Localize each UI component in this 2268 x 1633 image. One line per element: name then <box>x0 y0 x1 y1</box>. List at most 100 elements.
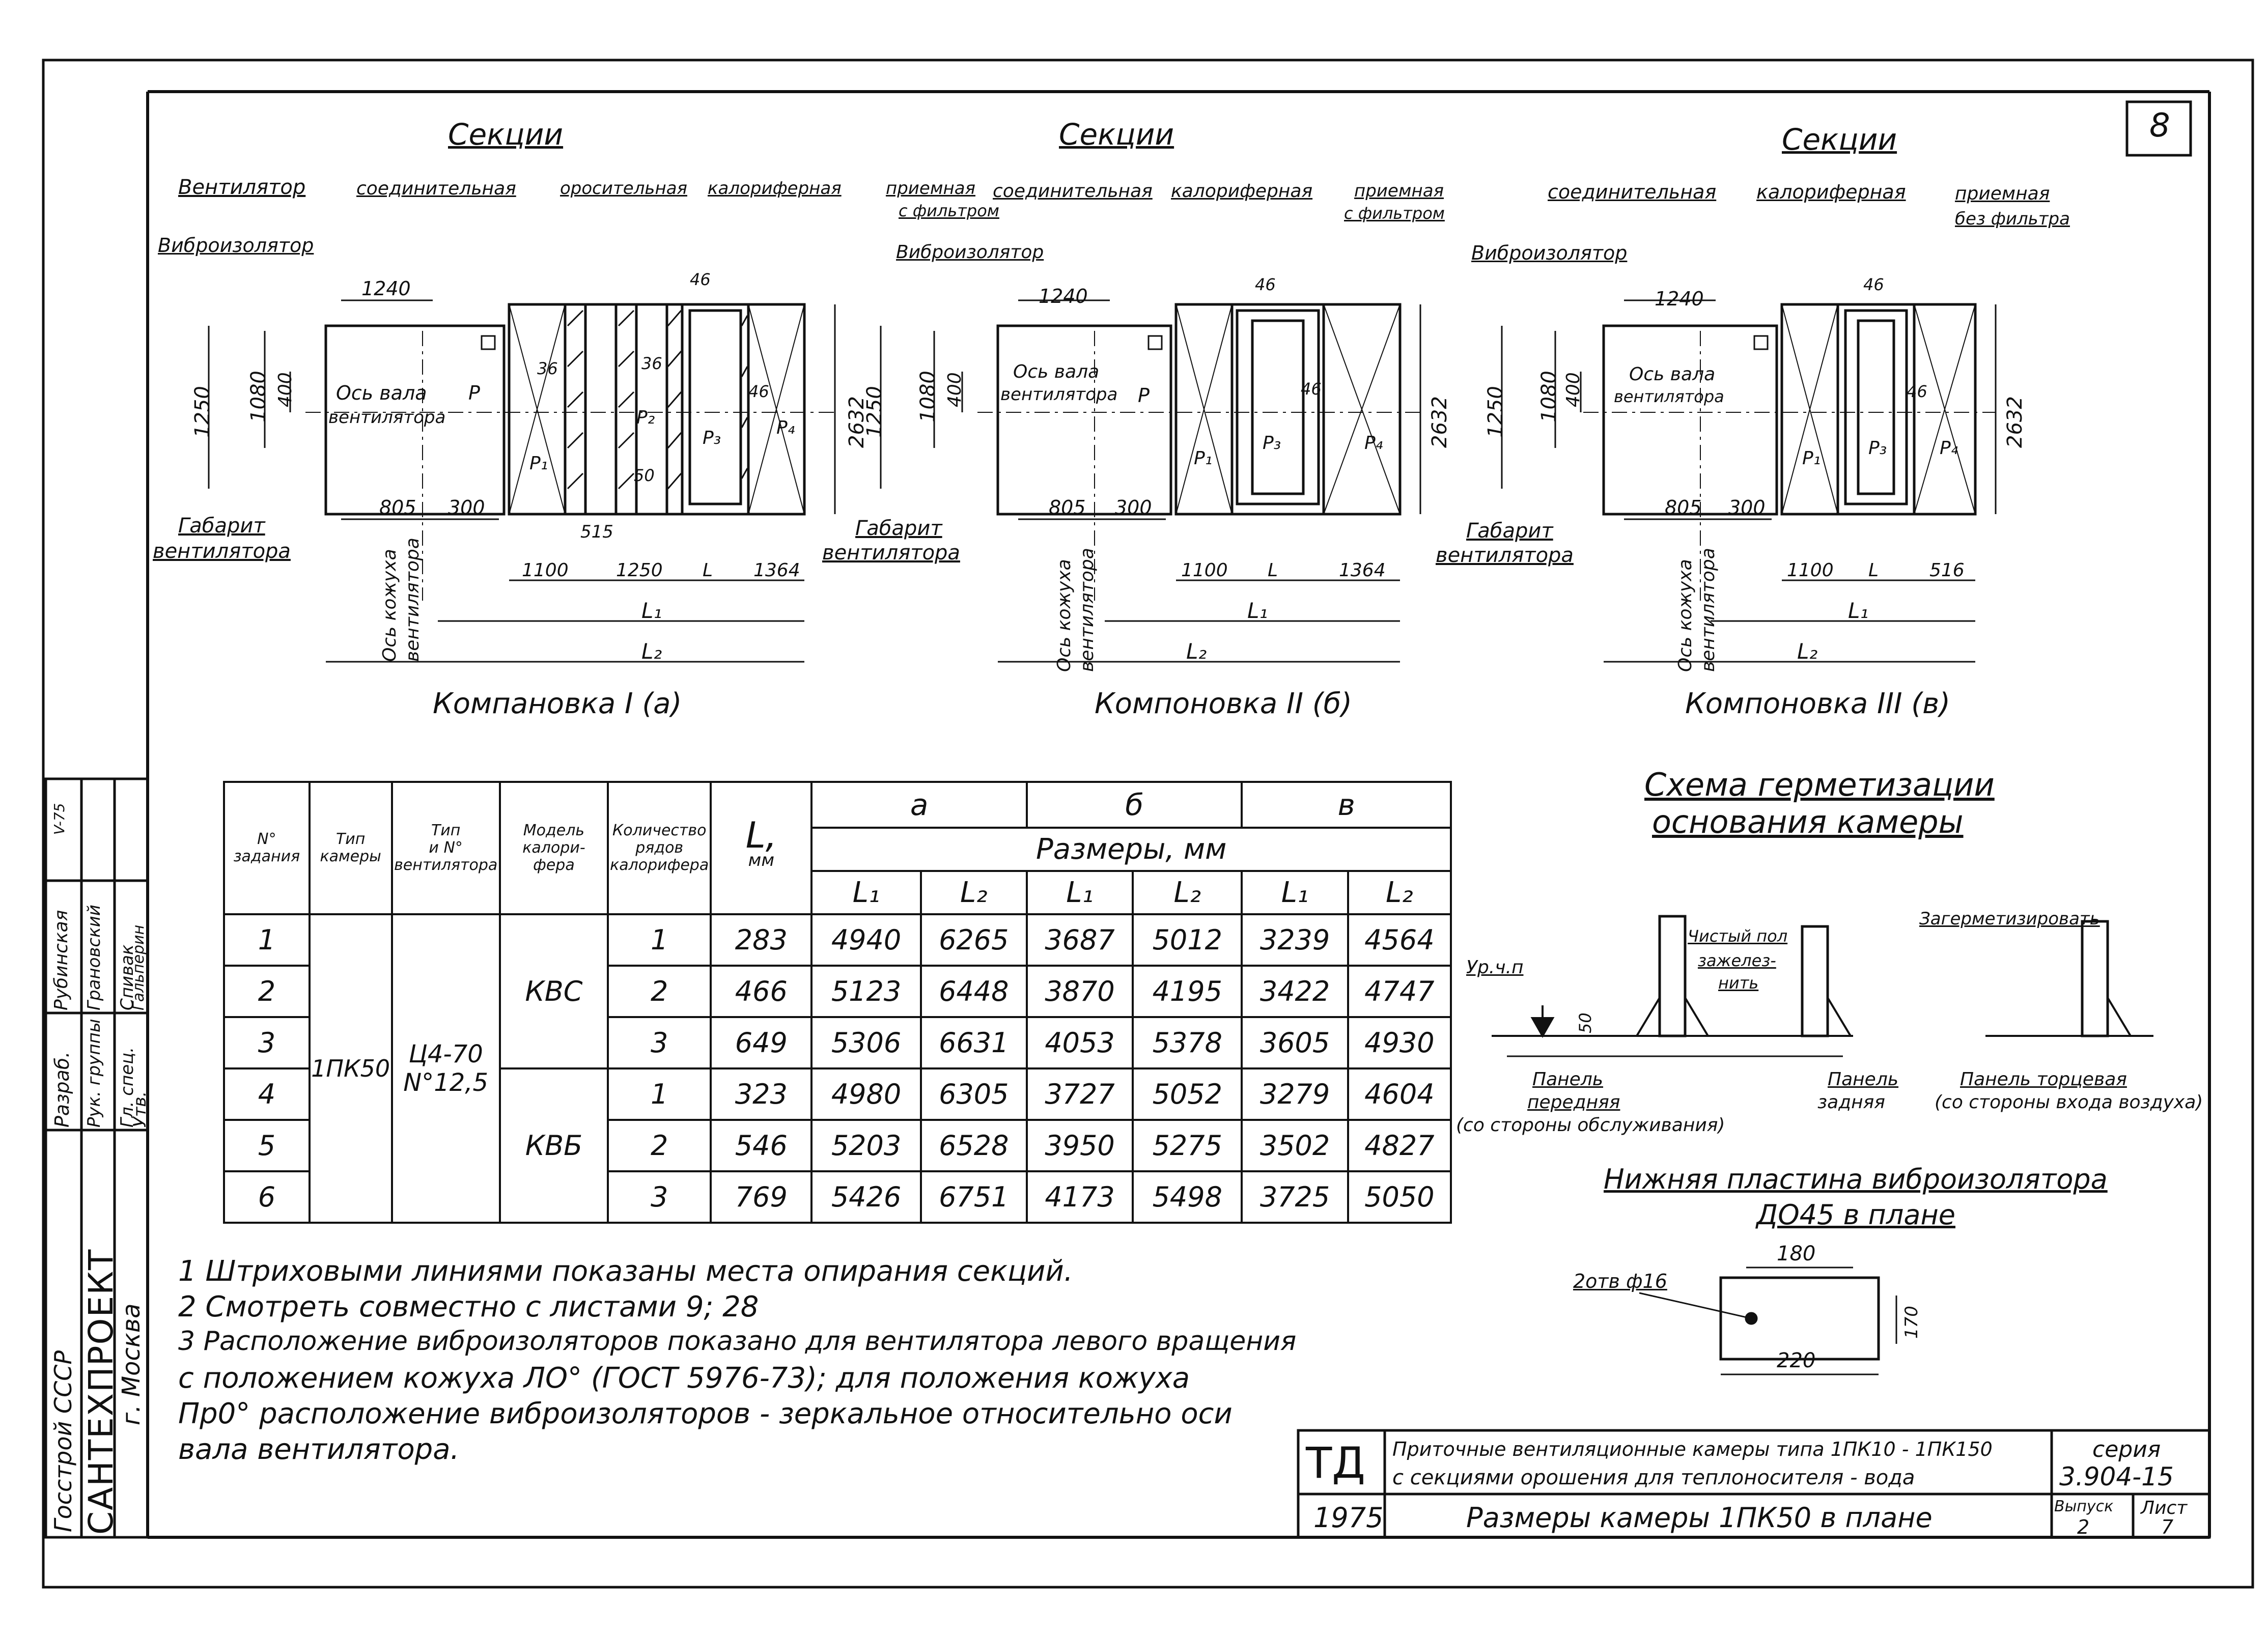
a-l1-value: 4980 <box>810 1067 922 1121</box>
v-l2-value: 4604 <box>1347 1067 1452 1121</box>
group-a-header: а <box>810 781 1028 829</box>
layout1-d1250b: 1250 <box>616 560 663 581</box>
layout1-caption: Компановка I (а) <box>433 687 682 720</box>
heater-model-cell: КВС <box>498 913 609 1069</box>
layout2-intake-label: приемная <box>1354 181 1444 201</box>
layout2-d46a: 46 <box>1255 275 1276 294</box>
plate-d180: 180 <box>1777 1242 1816 1265</box>
sealing-front-2: передняя <box>1527 1092 1620 1113</box>
task-number: 2 <box>223 965 311 1018</box>
sealing-level-label: Ур.ч.п <box>1466 957 1524 978</box>
layout1-dl: L <box>703 560 713 581</box>
table-row: 4 КВБ 1 323 4980 6305 3727 5052 3279 460… <box>223 1067 1452 1224</box>
side-role-2: Рук. группы <box>84 1019 104 1128</box>
layout1-d400: 400 <box>275 372 296 407</box>
layout2-d1240: 1240 <box>1039 285 1088 307</box>
task-number: 1 <box>223 913 311 967</box>
layout3-d516: 516 <box>1929 560 1965 581</box>
title-issue-label: Выпуск <box>2054 1498 2114 1515</box>
layout1-d36b: 36 <box>641 354 662 373</box>
layout1-p1: P₁ <box>529 453 548 474</box>
layout2-casing-label2: вентилятора <box>1077 548 1098 672</box>
layout3-p4: P₄ <box>1940 438 1958 459</box>
layout2-d300: 300 <box>1115 496 1152 519</box>
a-l2-value: 6265 <box>919 913 1028 967</box>
title-series: 3.904-15 <box>2059 1462 2174 1491</box>
side-name-1: Рубинская <box>51 910 72 1010</box>
layout1-d46a: 46 <box>690 270 711 289</box>
layout3-d1250: 1250 <box>1484 386 1507 438</box>
heater-model-cell: КВБ <box>498 1067 609 1224</box>
layout2-d1364: 1364 <box>1339 560 1386 581</box>
b-l1-value: 3727 <box>1025 1067 1134 1121</box>
sealing-title-1: Схема герметизации <box>1644 766 1995 803</box>
layout2-dl: L <box>1268 560 1278 581</box>
side-name-4: Гальперин <box>130 924 148 1010</box>
layout3-p3: P₃ <box>1868 438 1887 459</box>
layout2-axis-label2: вентилятора <box>1000 384 1118 405</box>
a-l2-value: 6631 <box>919 1016 1028 1069</box>
sealing-title-2: основания камеры <box>1652 803 1964 840</box>
a-l1-value: 4940 <box>810 913 922 967</box>
a-l1-value: 5426 <box>810 1170 922 1224</box>
layout1-d50: 50 <box>634 466 655 485</box>
layout1-p2: P₂ <box>636 407 655 428</box>
layout3-filter-label: без фильтра <box>1955 209 2070 229</box>
layout2-p4: P₄ <box>1364 433 1383 454</box>
title-list-label: Лист <box>2141 1498 2188 1518</box>
l-value: 546 <box>710 1119 813 1172</box>
group-b-header: б <box>1025 781 1243 829</box>
b-l1-value: 3687 <box>1025 913 1134 967</box>
layout1-casing-label: Ось кожуха <box>379 549 400 662</box>
layout2-d1250: 1250 <box>863 386 886 438</box>
rows-count: 1 <box>607 913 712 967</box>
layout1-casing-label2: вентилятора <box>402 538 423 662</box>
task-number: 4 <box>223 1067 311 1121</box>
v-l1-header: L₁ <box>1241 870 1349 915</box>
layout1-l1: L₁ <box>641 598 662 623</box>
layout3-dl: L <box>1868 560 1879 581</box>
plate-hole-label: 2отв ф16 <box>1573 1270 1667 1292</box>
layout3-d46b: 46 <box>1907 382 1927 401</box>
layout1-p3: P₃ <box>703 428 721 448</box>
layout2-p1: P₁ <box>1194 448 1213 469</box>
layout1-d1250: 1250 <box>191 386 214 438</box>
title-desc-2: с секциями орошения для теплоносителя - … <box>1392 1466 1915 1489</box>
col-task-header: N°задания <box>223 781 311 915</box>
title-year: 1975 <box>1313 1502 1384 1534</box>
task-number: 3 <box>223 1016 311 1069</box>
table-row: 6 3 769 5426 6751 4173 5498 3725 5050 <box>223 1170 1452 1224</box>
v-l2-value: 5050 <box>1347 1170 1452 1224</box>
layout2-d805: 805 <box>1049 496 1086 519</box>
layout1-d1240: 1240 <box>361 277 411 300</box>
layout1-d1100: 1100 <box>522 560 569 581</box>
layout3-connecting-label: соединительная <box>1548 181 1717 203</box>
layout1-l2: L₂ <box>641 639 662 664</box>
layout2-p3: P₃ <box>1263 433 1281 454</box>
layout3-d1080: 1080 <box>1537 371 1561 423</box>
layout2-l1: L₁ <box>1247 598 1268 623</box>
layout1-p-label: P <box>468 382 480 404</box>
layout1-d515: 515 <box>580 522 613 542</box>
layout1-d1364: 1364 <box>753 560 800 581</box>
layout3-d1100: 1100 <box>1787 560 1834 581</box>
layout3-size-label: Габарит <box>1466 519 1553 543</box>
b-l1-value: 3870 <box>1025 965 1134 1018</box>
a-l1-header: L₁ <box>810 870 922 915</box>
sheet-number: 8 <box>2149 107 2170 145</box>
layout1-size-label2: вентилятора <box>153 540 291 563</box>
layout3-casing-label2: вентилятора <box>1698 548 1719 672</box>
layout1-spray-label: оросительная <box>560 178 687 199</box>
note-6: вала вентилятора. <box>178 1433 460 1466</box>
sealing-end-1: Панель торцевая <box>1960 1069 2127 1090</box>
layout3-caption: Компоновка III (в) <box>1685 687 1951 720</box>
layout2-size-label: Габарит <box>855 517 942 540</box>
layout1-size-label: Габарит <box>178 514 265 538</box>
side-org-1: Госстрой СССР <box>49 1350 77 1532</box>
layout3-l1: L₁ <box>1848 598 1869 623</box>
rows-count: 3 <box>607 1170 712 1224</box>
